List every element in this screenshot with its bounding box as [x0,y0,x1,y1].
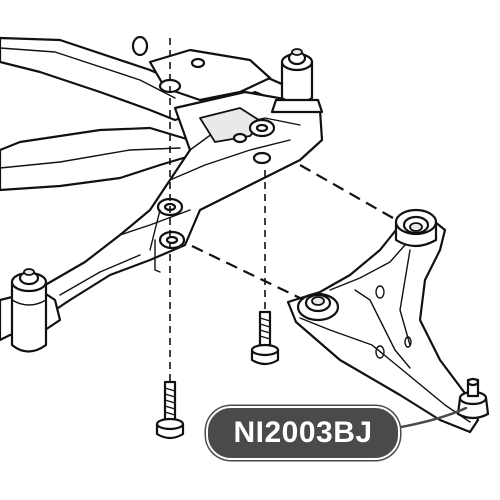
mounting-bolt-front [155,380,185,440]
subframe-mount-bushing-right [270,48,324,114]
part-number-badge: NI2003BJ [206,406,400,460]
subframe-mount-bushing-left [10,268,48,353]
badge-leader-line [394,406,468,430]
front-subframe-crossmember [0,35,324,342]
mounting-bolt-rear [250,310,280,366]
ball-joint [456,377,490,420]
lower-control-arm [286,216,480,434]
control-arm-front-bushing [296,292,340,322]
control-arm-rear-bushing [394,208,438,248]
assembly-guide-lines [169,38,401,395]
